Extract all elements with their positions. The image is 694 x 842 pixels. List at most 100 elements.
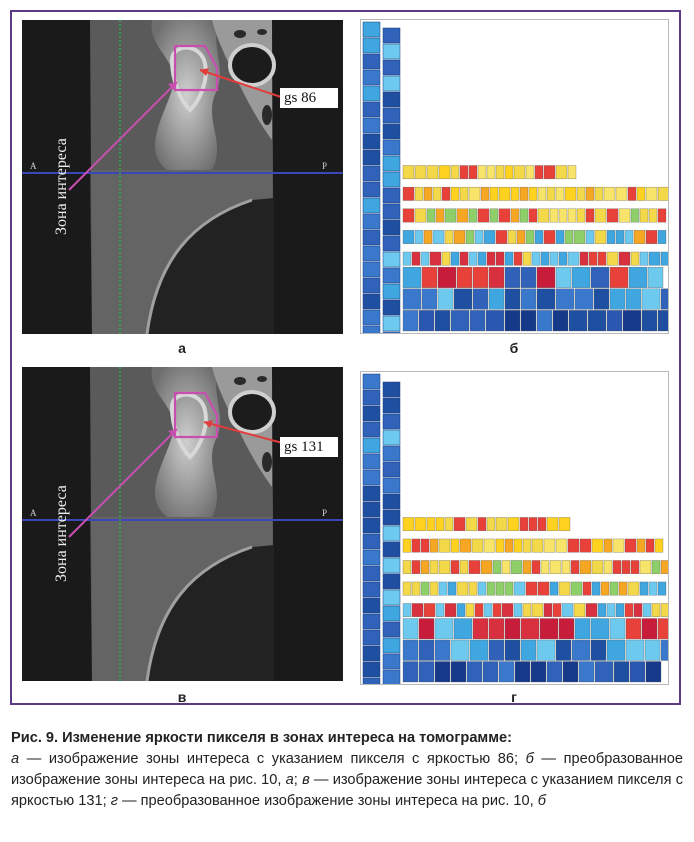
- pixel-cell: [420, 560, 430, 574]
- pixel-cell: [488, 618, 505, 640]
- pixel-cell: [514, 661, 531, 683]
- ct-ear-canal: [228, 390, 276, 434]
- pixel-cell: [450, 186, 460, 201]
- panel-label-v: в: [177, 689, 187, 705]
- pixel-cell: [579, 251, 589, 266]
- pixel-cell: [633, 603, 643, 617]
- pixel-cell: [488, 288, 505, 310]
- pixel-cell: [362, 101, 381, 118]
- pixel-cell: [465, 603, 475, 617]
- caption-fragment: б: [525, 751, 534, 767]
- pixel-cell: [660, 603, 668, 617]
- pixel-cell: [555, 165, 568, 180]
- pixel-cell: [498, 208, 511, 223]
- caption-fragment: а: [11, 751, 20, 767]
- pixel-cell: [645, 661, 662, 683]
- pixel-cell: [492, 560, 502, 574]
- pixel-cell: [465, 517, 478, 531]
- pixel-cell: [362, 261, 381, 278]
- pixel-cell: [483, 538, 496, 553]
- pixel-cell: [362, 373, 381, 390]
- pixel-cell: [591, 581, 601, 596]
- pixel-cell: [456, 266, 473, 288]
- pixel-cell: [418, 310, 435, 332]
- pixel-cell: [609, 618, 626, 640]
- pixel-cell: [423, 603, 436, 617]
- pixel-cell: [510, 560, 523, 574]
- pixel-cell: [585, 603, 598, 617]
- pixel-cell: [536, 266, 556, 288]
- pixel-cell: [468, 186, 481, 201]
- pixel-cell: [558, 581, 571, 596]
- pixel-cell: [618, 251, 631, 266]
- pixel-cell: [420, 251, 430, 266]
- pixel-cell: [504, 288, 521, 310]
- pixel-cell: [382, 43, 401, 60]
- pixel-cell: [501, 603, 514, 617]
- pixel-cell: [362, 229, 381, 246]
- roi-arrow: [68, 81, 178, 191]
- pixel-cell: [472, 618, 489, 640]
- pixel-cell: [437, 266, 457, 288]
- pixel-cell: [534, 165, 544, 180]
- pixel-cell: [558, 517, 571, 531]
- pixel-cell: [522, 560, 532, 574]
- pixel-cell: [362, 165, 381, 182]
- pixel-cell: [597, 603, 607, 617]
- pixel-cell: [579, 560, 592, 574]
- pixel-cell: [594, 661, 614, 683]
- pixel-cell: [657, 208, 667, 223]
- pixel-cell: [576, 186, 586, 201]
- pixel-cell: [520, 288, 537, 310]
- pixel-cell: [402, 581, 412, 596]
- pixel-cell: [362, 629, 381, 646]
- pixel-cell: [543, 538, 556, 553]
- pixel-cell: [438, 560, 451, 574]
- caption-title: Рис. 9. Изменение яркости пикселя в зона…: [11, 730, 513, 746]
- pixel-cell: [486, 165, 496, 180]
- pixel-cell: [453, 230, 466, 244]
- pixel-cell: [519, 208, 529, 223]
- pixel-cell: [641, 310, 658, 332]
- pixel-cell: [594, 230, 607, 244]
- pixel-cell: [411, 560, 421, 574]
- pixel-cell: [438, 538, 451, 553]
- pixel-cell: [549, 251, 559, 266]
- pixel-cell: [382, 251, 401, 268]
- pixel-cell: [362, 453, 381, 470]
- pixel-cell: [615, 603, 625, 617]
- pixel-cell: [633, 230, 646, 244]
- pixel-cell: [382, 461, 401, 478]
- pixel-cell: [504, 618, 521, 640]
- ct-air-cell: [262, 105, 272, 125]
- pixel-cell: [536, 310, 553, 332]
- pixel-cell: [362, 69, 381, 86]
- pixel-cell: [402, 603, 412, 617]
- pixel-cell: [520, 618, 540, 640]
- pixel-cell: [362, 645, 381, 662]
- pixel-cell: [426, 165, 439, 180]
- pixel-cell: [567, 165, 577, 180]
- pixel-cell: [402, 618, 419, 640]
- caption-fragment: в: [302, 772, 310, 788]
- pixel-cell: [382, 541, 401, 558]
- ct-air-cell: [262, 452, 272, 472]
- pixel-cell: [590, 639, 607, 661]
- pixel-cell: [474, 603, 484, 617]
- pixel-cell: [567, 538, 580, 553]
- pixel-cell: [528, 517, 538, 531]
- pixel-cell: [571, 639, 591, 661]
- pixel-cell: [468, 208, 478, 223]
- pixel-cell: [501, 560, 511, 574]
- pixel-cell: [486, 517, 496, 531]
- pixel-cell: [660, 251, 668, 266]
- pixel-cell: [382, 445, 401, 462]
- pixel-cell: [362, 613, 381, 630]
- pixel-cell: [495, 251, 505, 266]
- pixel-cell: [444, 230, 454, 244]
- pixel-cell: [468, 165, 478, 180]
- pixel-cell: [382, 637, 401, 654]
- pixel-cell: [629, 661, 646, 683]
- pixel-cell: [516, 230, 526, 244]
